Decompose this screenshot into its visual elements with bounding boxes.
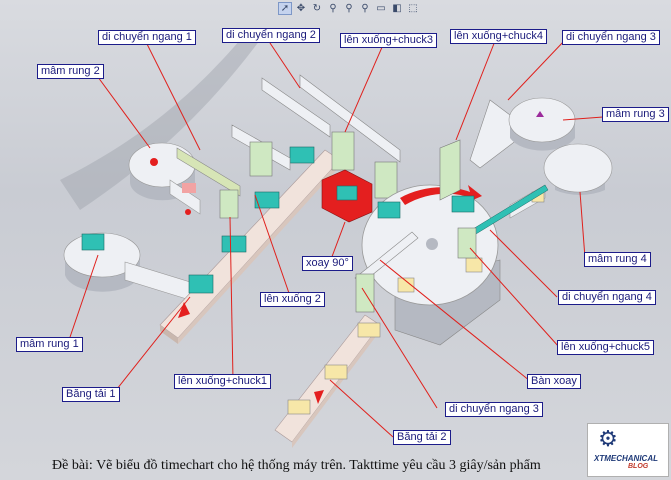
view-toolbar: ➚ ✥ ↻ ⚲ ⚲ ⚲ ▭ ◧ ⬚ [278, 1, 420, 15]
vibratory-bowl-3[interactable] [508, 97, 576, 151]
rotate-icon[interactable]: ↻ [312, 2, 322, 14]
brand-logo: ⚙ XTMECHANICAL BLOG [587, 423, 669, 477]
label-rotate-90: xoay 90° [302, 256, 353, 271]
vibratory-bowl-4[interactable] [509, 143, 613, 219]
rotary-table[interactable] [361, 184, 501, 346]
logo-text-secondary: BLOG [628, 463, 649, 470]
linear-axis-2[interactable] [231, 77, 331, 177]
label-linear-axis-3-top: di chuyển ngang 3 [562, 30, 660, 45]
view-orientation-icon[interactable]: ▭ [376, 2, 386, 14]
label-conveyor-2: Băng tải 2 [393, 430, 451, 445]
conveyor-2[interactable] [274, 314, 381, 448]
label-chuck-3: lên xuống+chuck3 [340, 33, 437, 48]
label-chuck-1: lên xuống+chuck1 [174, 374, 271, 389]
callout-leaders [67, 39, 604, 438]
label-conveyor-1: Băng tải 1 [62, 387, 120, 402]
label-vibratory-bowl-2: mâm rung 2 [37, 64, 104, 79]
label-rotary-table: Bàn xoay [527, 374, 581, 389]
direction-arrow-icon [178, 302, 190, 318]
display-style-icon[interactable]: ◧ [392, 2, 402, 14]
select-arrow-icon[interactable]: ➚ [278, 1, 292, 15]
conveyor-1[interactable] [159, 146, 341, 344]
vibratory-bowl-2[interactable] [128, 142, 201, 215]
label-vibratory-bowl-3: mâm rung 3 [602, 107, 669, 122]
label-linear-axis-1: di chuyển ngang 1 [98, 30, 196, 45]
label-vibratory-bowl-1: mâm rung 1 [16, 337, 83, 352]
label-chuck-5: lên xuống+chuck5 [557, 340, 654, 355]
rotation-arrow-icon [400, 185, 482, 205]
problem-caption: Đề bài: Vẽ biểu đồ timechart cho hệ thốn… [52, 458, 541, 473]
label-linear-axis-4: di chuyển ngang 4 [558, 290, 656, 305]
zoom-out-icon[interactable]: ⚲ [361, 2, 369, 14]
vibratory-bowl-1[interactable] [63, 232, 191, 301]
gear-icon: ⚙ [598, 427, 618, 452]
logo-text-primary: XTMECHANICAL [594, 454, 658, 463]
label-linear-axis-3-bottom: di chuyển ngang 3 [445, 402, 543, 417]
section-view-icon[interactable]: ⬚ [408, 2, 418, 14]
direction-arrow-icon [314, 390, 324, 404]
zoom-area-icon[interactable]: ⚲ [345, 2, 353, 14]
label-lift-2: lên xuống 2 [260, 292, 325, 307]
background-shadow [60, 40, 260, 210]
linear-axis-1[interactable] [176, 147, 241, 219]
label-vibratory-bowl-4: mâm rung 4 [584, 252, 651, 267]
label-chuck-4: lên xuống+chuck4 [450, 29, 547, 44]
chuck-3-station[interactable] [299, 74, 401, 223]
move-icon[interactable]: ✥ [296, 2, 306, 14]
zoom-icon[interactable]: ⚲ [329, 2, 337, 14]
label-linear-axis-2: di chuyển ngang 2 [222, 28, 320, 43]
linear-axis-4[interactable] [457, 184, 549, 259]
